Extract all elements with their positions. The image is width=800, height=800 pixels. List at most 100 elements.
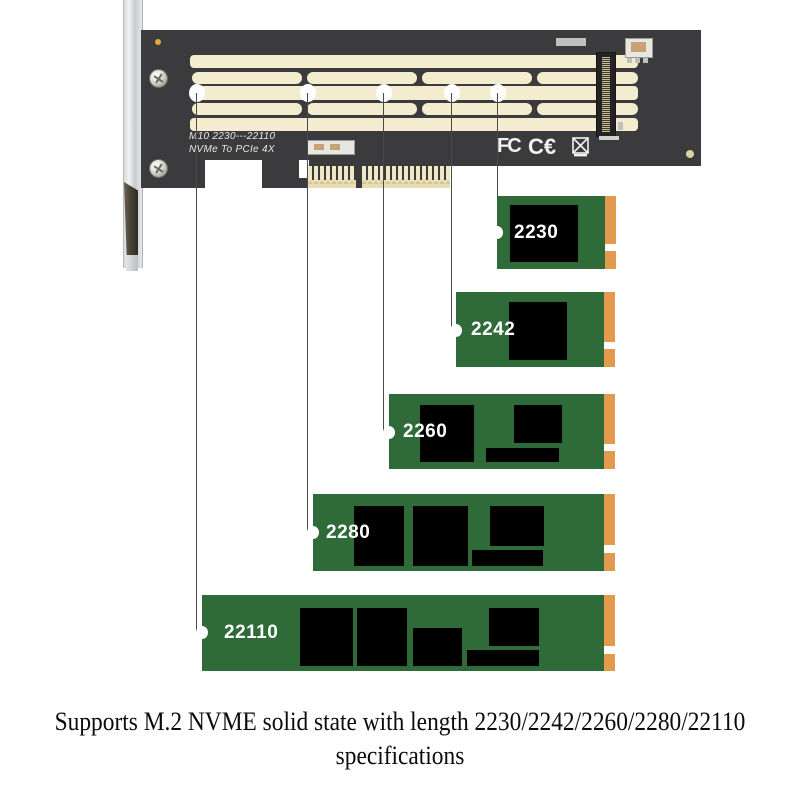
ssd-2280-mount-notch [307,526,319,539]
thermal-pad-bar-bottom [190,118,638,131]
pcie-finger [338,166,342,184]
controller-chip [467,650,539,666]
standoff-hole-22110 [189,84,205,102]
nand-chip-2 [413,506,468,566]
pcie-finger-base-left [308,180,356,188]
smd-component-cluster [307,140,355,155]
pcie-finger [332,166,336,184]
thermal-pad-bar-top [190,55,638,68]
nand-chip-2 [357,608,407,666]
ssd-22110-connector [604,595,615,646]
bracket-screw-top [150,70,167,87]
ssd-2260-connector-key [604,451,615,469]
ssd-2242: 2242 [456,292,604,367]
thermal-pad-bar-r4-b [307,103,417,115]
ssd-2260-connector [604,394,615,444]
smd-pad-top-a [556,38,586,46]
pcie-finger [416,166,420,184]
pcie-finger [392,166,396,184]
pcie-finger [386,166,390,184]
pcie-finger [326,166,330,184]
pcie-finger [422,166,426,184]
nand-chip-1 [420,405,474,462]
ssd-2280-connector [604,494,615,545]
ssd-22110-connector-key [604,654,615,671]
ssd-2260-label: 2260 [403,421,448,442]
thermal-pad-bar-r4-d [537,103,638,115]
pcie-finger [350,166,354,184]
nand-chip-1 [354,506,404,566]
smd-resistor-a [627,58,632,63]
thermal-pad-bar-r4-a [192,103,302,115]
voltage-regulator-ic [625,38,653,58]
nand-chip [510,205,578,262]
regulator-die [631,42,646,52]
ssd-22110-mount-notch [196,626,208,639]
thermal-pad-bar-r2-b [307,72,417,84]
thermal-pad-bar-r4-c [422,103,532,115]
m2-socket-latch-pad [599,136,619,140]
caption-line-2: specifications [335,741,465,770]
pcie-bracket-foot [126,255,138,271]
pcie-fingers-left [308,166,356,184]
pcie-finger [308,166,312,184]
pcie-finger [362,166,366,184]
standoff-hole-2260 [376,84,392,102]
m2-socket [596,52,616,137]
pcie-finger [440,166,444,184]
standoff-hole-2230 [490,84,506,102]
ssd-22110-label: 22110 [224,622,279,643]
silkscreen-model: M10 2230---22110 [189,131,276,142]
caption-line-1: Supports M.2 NVME solid state with lengt… [54,707,746,736]
smd-resistor-c [643,58,648,63]
ssd-2230-label: 2230 [514,222,559,243]
m2-socket-pins [602,57,610,132]
thermal-pad-bar-r2-c [422,72,532,84]
nand-chip-3 [413,628,462,666]
pcie-finger [428,166,432,184]
thermal-pad-bar-r2-d [537,72,638,84]
pcie-bracket-tab [124,182,138,267]
ssd-2242-connector [604,292,615,342]
pcb-test-point [242,170,249,177]
smd-component-die [314,144,324,150]
ssd-2230: 2230 [497,196,605,269]
bracket-screw-bottom [150,160,167,177]
card-cutout-left [205,160,262,190]
leader-line-2242 [451,93,452,331]
controller-chip [472,550,543,566]
standoff-hole-2280 [300,84,316,102]
ssd-2260: 2260 [389,394,604,469]
weee-bin-icon [572,137,589,157]
pcb-corner-pad [686,150,694,158]
silkscreen-interface: NVMe To PCIe 4X [189,144,275,155]
pcie-finger [344,166,348,184]
card-cutout-connector-key [299,160,309,178]
nand-chip-3 [490,506,544,546]
ssd-2230-connector-key [605,251,616,269]
ssd-22110: 22110 [202,595,604,671]
ssd-2242-label: 2242 [471,319,516,340]
pcie-finger [380,166,384,184]
ssd-2230-connector [605,196,616,244]
pcie-finger [374,166,378,184]
nand-chip-4 [489,608,539,646]
leader-line-22110 [196,93,197,632]
nand-chip [509,302,567,360]
thermal-pad-bar-center [190,86,638,100]
ssd-2260-mount-notch [383,426,395,439]
ssd-2280-connector-key [604,553,615,571]
leader-line-2280 [307,93,308,532]
nand-chip-1 [300,608,353,666]
pcie-finger-base-right [362,180,450,188]
controller-chip [486,448,559,462]
pcie-finger [434,166,438,184]
pcie-finger [320,166,324,184]
pcie-finger [398,166,402,184]
fcc-mark: FC [497,135,522,157]
ssd-2242-mount-notch [450,324,462,337]
ssd-2280: 2280 [313,494,604,571]
nand-chip-2 [514,405,562,443]
pcie-finger [446,166,450,184]
